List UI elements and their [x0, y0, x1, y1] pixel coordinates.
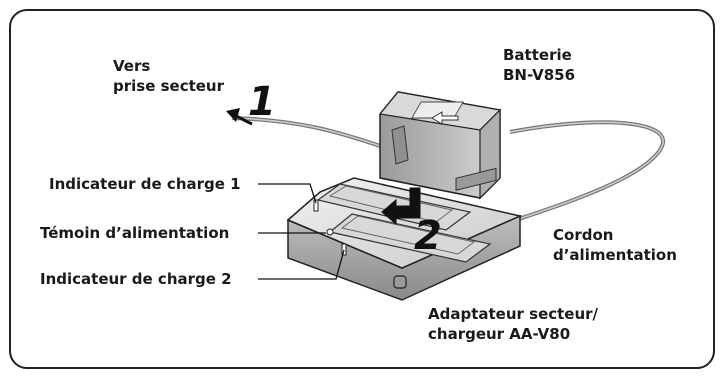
label-vers-line1: Vers — [113, 57, 151, 75]
step-1-number: 1 — [248, 79, 276, 125]
label-cord-line2: d’alimentation — [553, 246, 677, 264]
label-charge-indicator-1: Indicateur de charge 1 — [49, 175, 241, 193]
label-adapter-line2: chargeur AA-V80 — [428, 325, 571, 343]
charge-indicator-2-lamp — [341, 243, 347, 256]
label-charge-indicator-2: Indicateur de charge 2 — [40, 270, 232, 288]
leader-charge1 — [258, 183, 317, 204]
label-cord-line1: Cordon — [553, 226, 614, 244]
diagram-frame — [9, 9, 715, 369]
leader-charge2 — [258, 249, 345, 280]
label-battery-line1: Batterie — [503, 46, 572, 64]
step-2-number: 2 — [414, 213, 442, 259]
power-lamp — [326, 228, 334, 236]
label-adapter-line1: Adaptateur secteur/ — [428, 305, 599, 323]
charge-indicator-1-lamp — [313, 199, 319, 212]
power-cord — [509, 120, 665, 224]
battery-slot-2 — [328, 213, 492, 263]
label-power-indicator: Témoin d’alimentation — [40, 224, 230, 242]
label-battery-line2: BN-V856 — [503, 66, 576, 84]
label-vers-line2: prise secteur — [113, 77, 225, 95]
insert-arrow — [381, 187, 421, 226]
